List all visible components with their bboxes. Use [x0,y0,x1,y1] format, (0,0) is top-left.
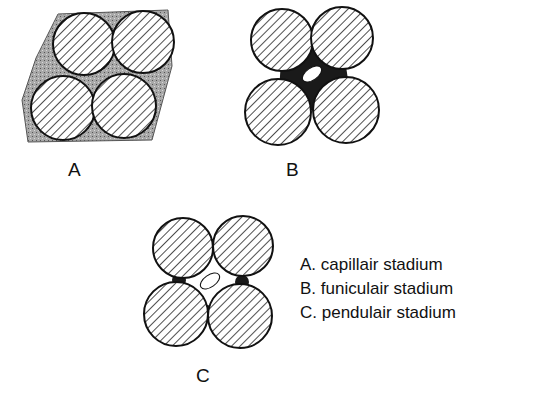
grain [153,218,213,278]
grain [92,74,156,138]
figure-letter: C [196,366,210,385]
stage-caption: B. funiculair stadium [300,280,453,297]
air-pocket [300,63,325,85]
capillary-figure [22,10,174,142]
pendular-figure [144,216,273,348]
grain [31,76,95,140]
air-pocket [198,270,223,292]
figure-letter: B [286,160,299,179]
grain [313,77,379,143]
grain [213,216,273,276]
grain [245,79,311,145]
funicular-figure [245,7,379,145]
grain [208,284,272,348]
grain [144,282,208,346]
stage-caption: A. capillair stadium [300,256,443,273]
grain [251,9,313,71]
figure-letter: A [68,160,81,179]
grain [112,11,174,73]
grain [53,13,115,75]
grain [311,7,373,69]
stage-caption: C. pendulair stadium [300,304,456,321]
